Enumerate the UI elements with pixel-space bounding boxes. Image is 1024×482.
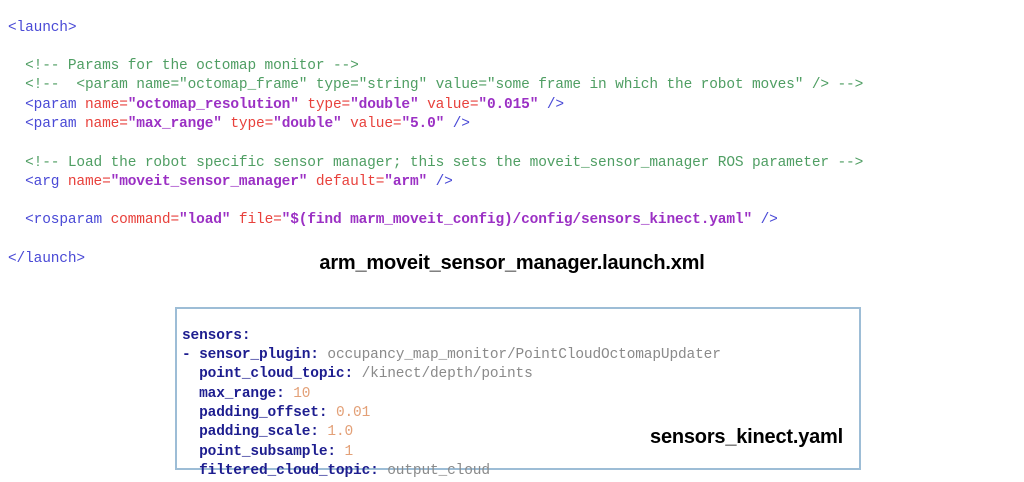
yaml-line: filtered_cloud_topic: output_cloud xyxy=(182,462,721,481)
yaml-token-num: 0.01 xyxy=(335,405,371,422)
xml-token-val: "double" xyxy=(350,96,419,113)
yaml-token-key: - sensor_plugin xyxy=(182,346,311,363)
xml-token-val: "moveit_sensor_manager" xyxy=(110,173,308,190)
xml-line: <arg name="moveit_sensor_manager" defaul… xyxy=(8,173,1018,192)
xml-token-val: "arm" xyxy=(384,173,428,190)
xml-token-val: "octomap_resolution" xyxy=(127,96,299,113)
xml-token-val: "5.0" xyxy=(401,115,445,132)
xml-token-attr: name= xyxy=(84,115,128,132)
xml-line: <rosparam command="load" file="$(find ma… xyxy=(8,211,1018,230)
yaml-token-punc: : xyxy=(327,443,345,460)
xml-token-tag: <arg xyxy=(25,173,68,190)
yaml-token-key: point_cloud_topic xyxy=(182,366,345,383)
xml-line: <!-- Load the robot specific sensor mana… xyxy=(8,154,1018,173)
xml-line xyxy=(8,231,1018,250)
xml-line xyxy=(8,192,1018,211)
xml-token-attr: type= xyxy=(298,96,351,113)
xml-line: <!-- <param name="octomap_frame" type="s… xyxy=(8,76,1018,95)
xml-token-tag: <launch> xyxy=(8,19,77,36)
xml-file-caption: arm_moveit_sensor_manager.launch.xml xyxy=(319,252,705,274)
xml-token-cmt: <!-- <param name="octomap_frame" type="s… xyxy=(25,77,864,94)
yaml-token-num: 10 xyxy=(293,385,311,402)
yaml-token-punc: : xyxy=(318,405,336,422)
yaml-token-key: filtered_cloud_topic xyxy=(182,463,371,480)
xml-token-attr: command= xyxy=(110,212,180,229)
yaml-token-punc: : xyxy=(276,385,294,402)
yaml-token-num: 1 xyxy=(344,443,354,460)
xml-line xyxy=(8,134,1018,153)
xml-line: </launch> xyxy=(8,250,1018,269)
xml-line: <!-- Params for the octomap monitor --> xyxy=(8,57,1018,76)
xml-token-tag: <param xyxy=(25,96,85,113)
yaml-token-str: output_cloud xyxy=(387,463,490,480)
xml-token-attr: type= xyxy=(221,115,274,132)
xml-token-attr: name= xyxy=(67,173,111,190)
xml-token-attr: value= xyxy=(418,96,479,113)
yaml-token-punc: : xyxy=(344,366,362,383)
yaml-line: max_range: 10 xyxy=(182,385,721,404)
xml-token-attr: name= xyxy=(84,96,128,113)
yaml-token-punc: : xyxy=(370,463,388,480)
yaml-token-punc: : xyxy=(310,346,328,363)
yaml-token-num: 1.0 xyxy=(327,424,354,441)
yaml-token-punc: : xyxy=(310,424,328,441)
yaml-token-key: point_subsample xyxy=(182,443,328,460)
xml-token-tag: /> xyxy=(538,96,564,113)
xml-line xyxy=(8,38,1018,57)
xml-code-block: <launch> <!-- Params for the octomap mon… xyxy=(8,19,1018,270)
xml-token-attr: default= xyxy=(307,173,385,190)
xml-token-tag: <rosparam xyxy=(25,212,111,229)
xml-line: <param name="max_range" type="double" va… xyxy=(8,115,1018,134)
yaml-line: padding_scale: 1.0 xyxy=(182,423,721,442)
yaml-line: point_subsample: 1 xyxy=(182,443,721,462)
xml-token-cmt: <!-- Params for the octomap monitor --> xyxy=(25,58,359,75)
xml-token-tag: </launch> xyxy=(8,251,85,268)
xml-token-tag: /> xyxy=(427,173,453,190)
yaml-code-block: sensors: - sensor_plugin: occupancy_map_m… xyxy=(182,327,721,482)
yaml-file-caption: sensors_kinect.yaml xyxy=(650,426,843,448)
xml-token-val: "load" xyxy=(179,212,231,229)
xml-line: <launch> xyxy=(8,19,1018,38)
yaml-token-key: sensors: xyxy=(182,327,251,344)
xml-token-val: "double" xyxy=(273,115,342,132)
yaml-line: point_cloud_topic: /kinect/depth/points xyxy=(182,365,721,384)
yaml-token-key: padding_offset xyxy=(182,405,319,422)
xml-token-attr: value= xyxy=(341,115,402,132)
yaml-line: - sensor_plugin: occupancy_map_monitor/P… xyxy=(182,346,721,365)
xml-token-val: "0.015" xyxy=(478,96,539,113)
yaml-token-key: max_range xyxy=(182,385,277,402)
yaml-token-str: occupancy_map_monitor/PointCloudOctomapU… xyxy=(327,346,721,363)
xml-token-tag: /> xyxy=(752,212,778,229)
xml-token-attr: file= xyxy=(230,212,282,229)
yaml-token-str: /kinect/depth/points xyxy=(361,366,533,383)
xml-token-val: "max_range" xyxy=(127,115,222,132)
xml-token-tag: <param xyxy=(25,115,85,132)
yaml-line: padding_offset: 0.01 xyxy=(182,404,721,423)
yaml-token-key: padding_scale xyxy=(182,424,311,441)
xml-line: <param name="octomap_resolution" type="d… xyxy=(8,96,1018,115)
xml-token-cmt: <!-- Load the robot specific sensor mana… xyxy=(25,154,864,171)
yaml-file-panel: sensors: - sensor_plugin: occupancy_map_m… xyxy=(175,307,861,479)
yaml-line: sensors: xyxy=(182,327,721,346)
xml-token-tag: /> xyxy=(444,115,470,132)
xml-token-val: "$(find marm_moveit_config)/config/senso… xyxy=(281,212,753,229)
